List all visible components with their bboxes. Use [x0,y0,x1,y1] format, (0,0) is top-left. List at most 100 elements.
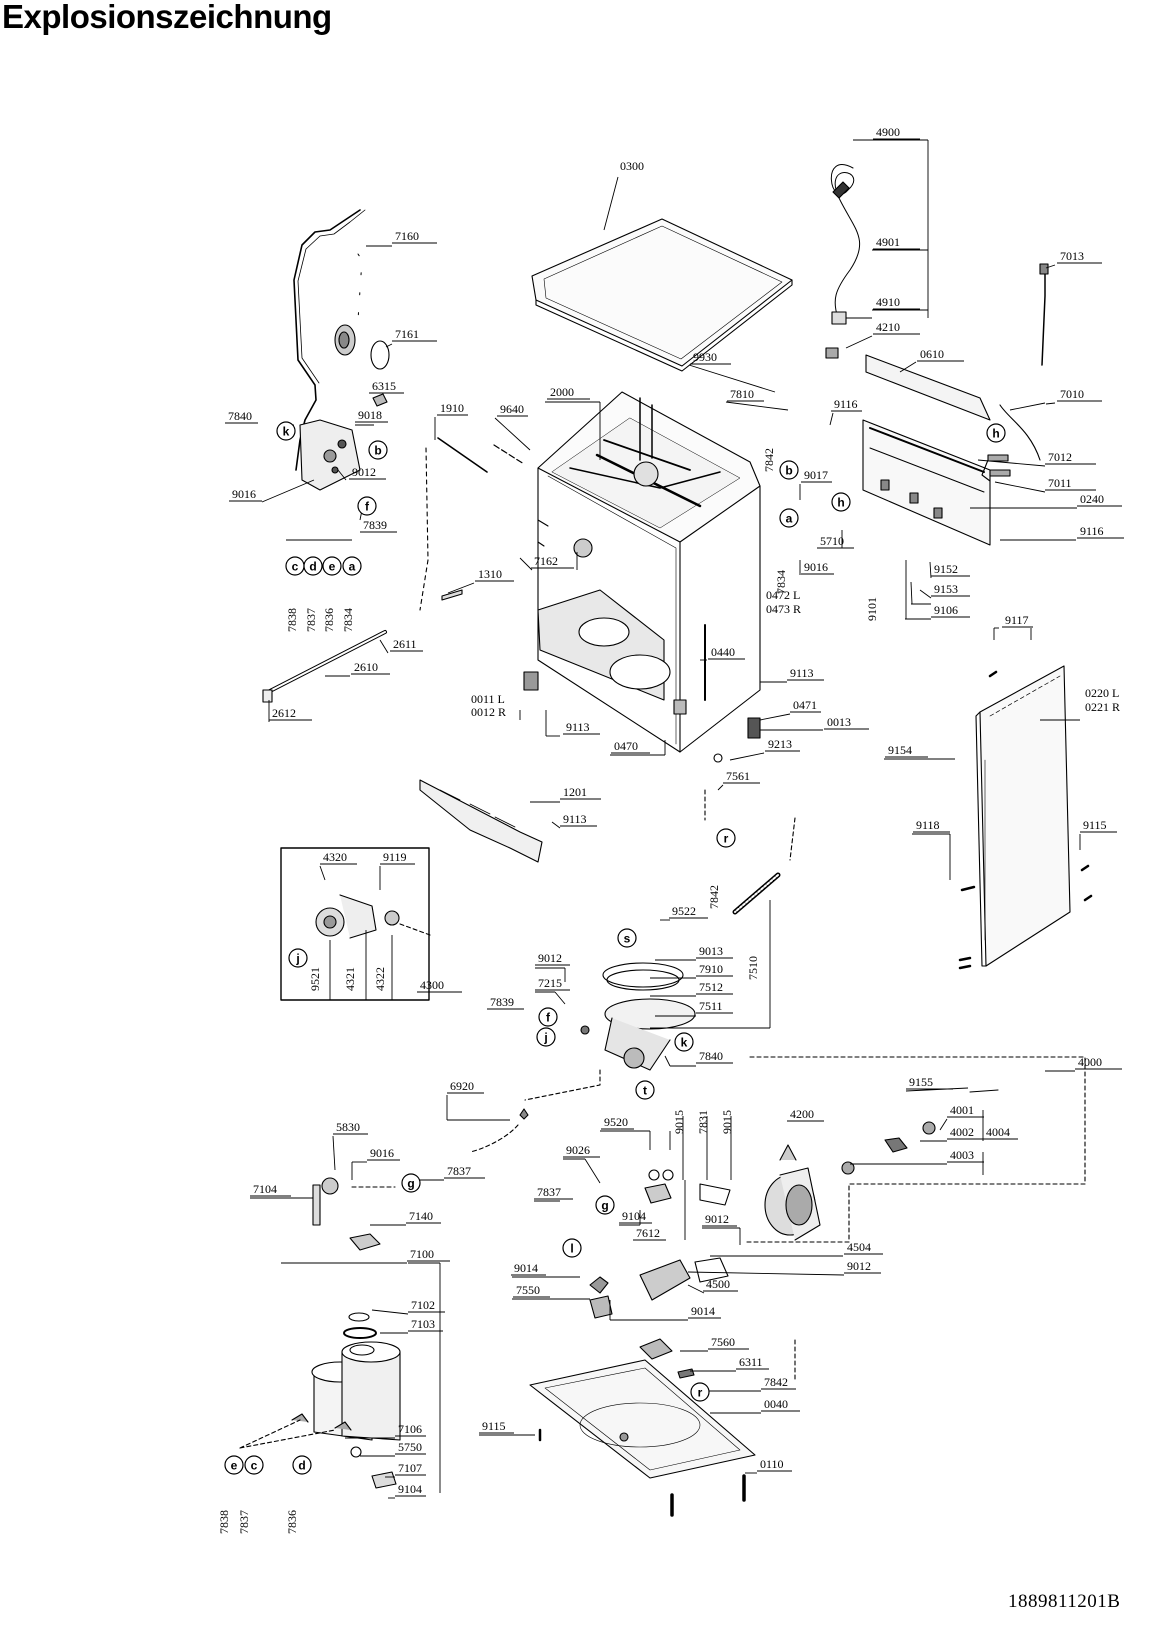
part-label: 0472 L [766,588,800,602]
part-label: 7103 [411,1317,435,1331]
part-label: 9520 [604,1115,628,1129]
part-label: 2610 [354,660,378,674]
svg-text:a: a [349,560,356,574]
part-label: 7836 [322,608,336,632]
part-label: 4004 [986,1125,1010,1139]
part-label: 7834 [341,608,355,632]
leader-line [1009,402,1046,411]
part-label: 9115 [482,1419,506,1433]
part-label: 9115 [1083,818,1107,832]
part-label: 7810 [730,387,754,401]
leader-line [977,459,1046,467]
svg-text:e: e [329,560,336,574]
callout-h: h [831,492,851,512]
part-label: 4504 [847,1240,871,1254]
part-label: 0110 [760,1457,784,1471]
leader-line [371,1309,409,1315]
part-label: 7838 [285,608,299,632]
part-label: 7012 [1048,450,1072,464]
leader-line [899,361,917,373]
part-label: 0473 R [766,602,801,616]
part-label: 6920 [450,1079,474,1093]
part-label: 9026 [566,1143,590,1157]
part-label: 7560 [711,1335,735,1349]
callout-a: a [342,556,362,576]
svg-text:r: r [724,832,729,846]
svg-text:l: l [570,1242,573,1256]
part-label: 7160 [395,229,419,243]
part-label: 7836 [285,1510,299,1534]
leader-line [494,417,531,451]
part-label: 9113 [790,666,814,680]
leader-line [447,582,475,594]
callout-g: g [401,1173,421,1193]
part-label: 0471 [793,698,817,712]
part-label: 9640 [500,402,524,416]
part-label: 6311 [739,1355,763,1369]
callout-k: k [674,1032,694,1052]
document-number: 1889811201B [1008,1591,1121,1612]
svg-text:j: j [543,1031,547,1045]
svg-text:c: c [292,560,299,574]
callout-k: k [276,421,296,441]
part-label: 4900 [876,125,900,139]
callout-r: r [716,828,736,848]
part-label: 7013 [1060,249,1084,263]
part-label: 7561 [726,769,750,783]
svg-text:d: d [309,560,316,574]
callout-b: b [368,440,388,460]
callout-r: r [690,1382,710,1402]
callout-e: e [322,556,342,576]
part-label: 7011 [1048,476,1072,490]
callout-b: b [779,460,799,480]
leader-line [845,335,873,349]
leader-line [729,752,765,761]
leader-line [717,784,724,791]
callout-g: g [595,1195,615,1215]
part-label: 9118 [916,818,940,832]
part-label: 4901 [876,235,900,249]
part-label: 0011 L [471,692,505,706]
part-label: 4000 [1078,1055,1102,1069]
part-label: 5830 [336,1120,360,1134]
part-label: 9017 [804,468,828,482]
part-label: 7612 [636,1226,660,1240]
callout-h: h [986,423,1006,443]
part-label: 0012 R [471,705,506,719]
part-label: 7838 [217,1510,231,1534]
callout-d: d [303,556,323,576]
part-label: 0221 R [1085,700,1120,714]
part-label: 9016 [370,1146,394,1160]
part-label: 9104 [622,1209,646,1223]
part-label: 9116 [834,397,858,411]
part-label: 7106 [398,1422,422,1436]
part-label: 4002 [950,1125,974,1139]
part-label: 0040 [764,1397,788,1411]
part-label: 7550 [516,1283,540,1297]
part-label: 9016 [804,560,828,574]
leader-line [687,1284,705,1294]
part-label: 9016 [232,487,256,501]
leader-line [603,176,619,231]
part-label: 1201 [563,785,587,799]
callout-f: f [357,496,377,516]
part-label: 7834 [774,570,788,594]
part-label: 9014 [691,1304,715,1318]
leader-line [688,364,776,393]
part-label: 2612 [272,706,296,720]
part-label: 7839 [490,995,514,1009]
part-label: 9012 [847,1259,871,1273]
part-label: 7102 [411,1298,435,1312]
leader-line [519,557,533,571]
svg-text:e: e [231,1459,238,1473]
part-label: 7100 [410,1247,434,1261]
callout-s: s [617,928,637,948]
leader-line [759,713,791,721]
part-label: 5710 [820,534,844,548]
svg-text:b: b [785,464,792,478]
part-label: 9152 [934,562,958,576]
part-label: 7910 [699,962,723,976]
leader-line [332,1135,336,1171]
leader-line [337,469,347,481]
